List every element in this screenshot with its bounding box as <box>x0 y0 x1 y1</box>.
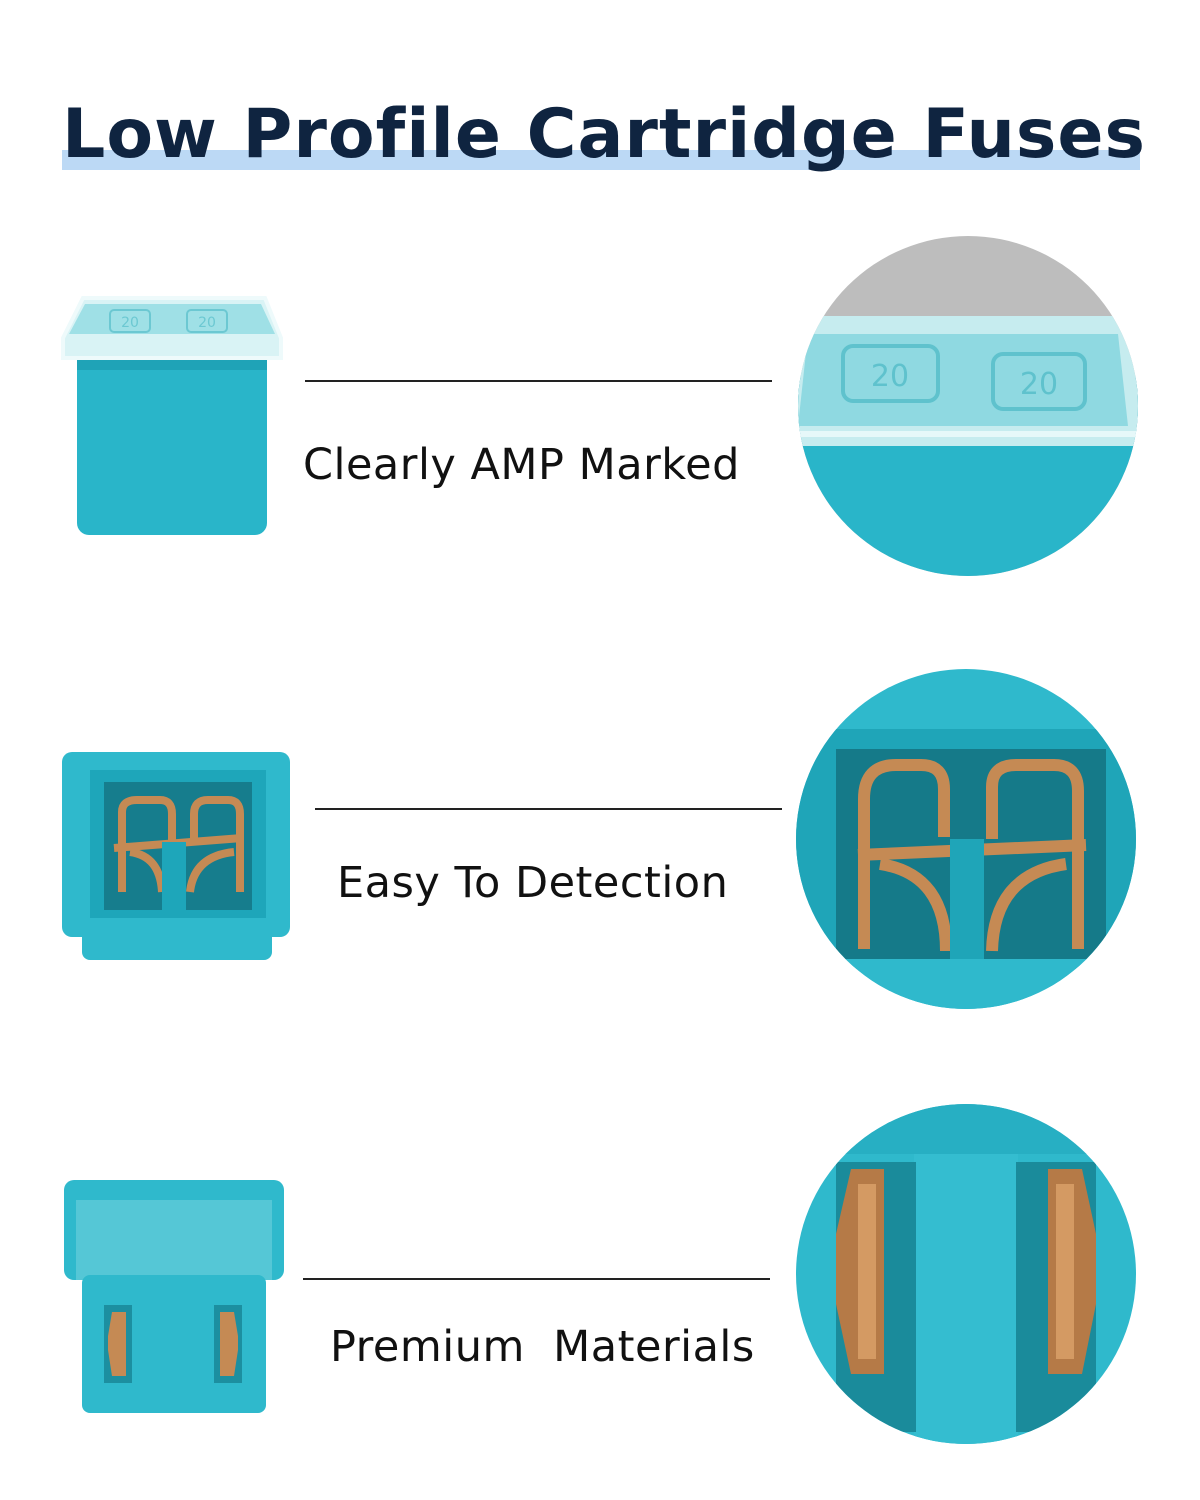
amp-marking-left: 20 <box>121 315 139 331</box>
divider-line <box>305 380 772 382</box>
zoom-amp-marking-left: 20 <box>871 359 909 394</box>
fuse-front-view-image <box>64 1180 284 1415</box>
feature-label-amp-marked: Clearly AMP Marked <box>303 440 740 490</box>
feature-label-detection: Easy To Detection <box>337 858 729 908</box>
divider-line <box>315 808 782 810</box>
page-title: Low Profile Cartridge Fuses <box>62 95 1146 174</box>
zoom-circle-terminals <box>796 669 1136 1009</box>
zoom-circle-materials <box>796 1104 1136 1444</box>
zoom-amp-marking-right: 20 <box>1020 367 1058 402</box>
amp-marking-right: 20 <box>198 315 216 331</box>
fuse-terminal-view-image <box>62 752 290 962</box>
divider-line <box>303 1278 770 1280</box>
title-highlight-band <box>62 150 1140 170</box>
title-block: Low Profile Cartridge Fuses <box>62 92 1146 182</box>
fuse-top-angle-image: 20 20 <box>55 290 290 545</box>
feature-label-materials: Premium Materials <box>330 1322 755 1372</box>
zoom-circle-amp-marking: 20 20 <box>798 236 1138 576</box>
